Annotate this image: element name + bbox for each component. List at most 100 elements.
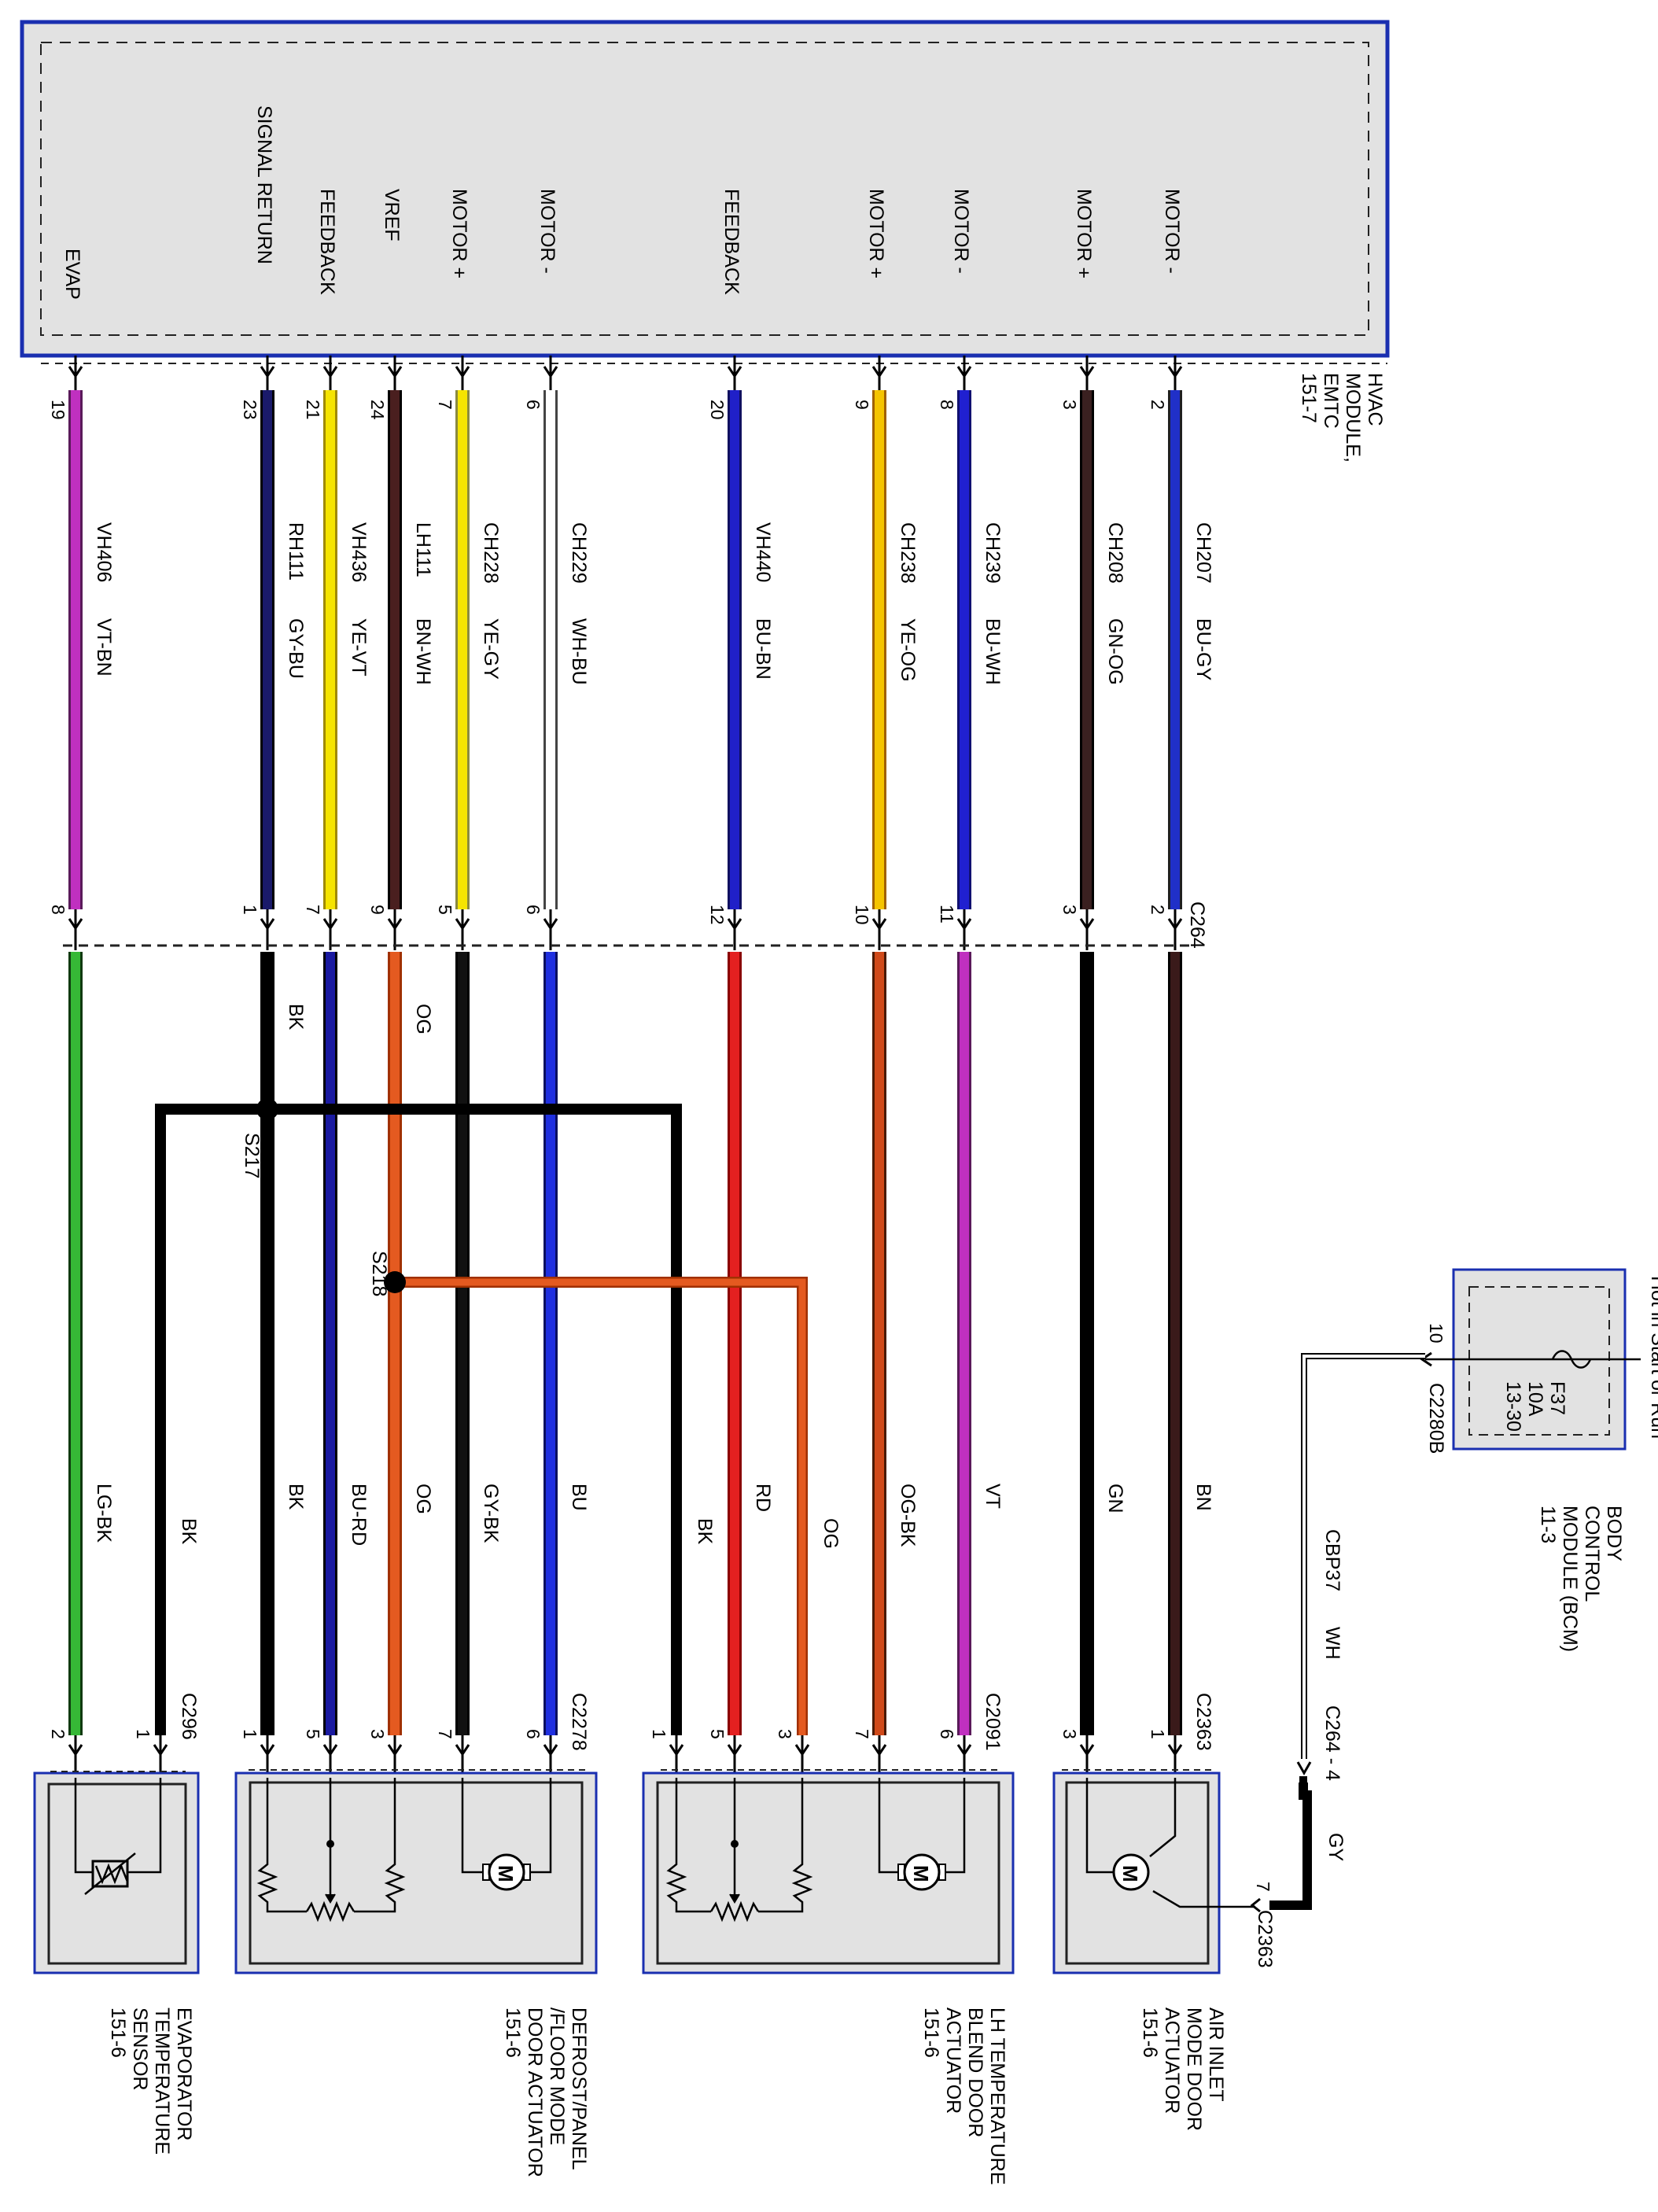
hvac-pin-name-10: MOTOR - <box>1161 189 1183 274</box>
pin-top-0: 19 <box>48 400 68 420</box>
evap-lead-1 <box>127 1778 162 1874</box>
color-top-9: GN-OG <box>1104 618 1126 685</box>
blend-motor-glyph: M <box>909 1865 933 1882</box>
svg-text:10A: 10A <box>1524 1381 1546 1417</box>
gy-wire <box>1269 1783 1312 1910</box>
pin-end-7: 7 <box>852 1729 872 1739</box>
bcm-name-3: MODULE (BCM) <box>1559 1506 1581 1652</box>
end-pin-chevron-icon-3 <box>387 1744 403 1757</box>
cbp37-wire <box>1302 1355 1425 1759</box>
color-top-2: YE-VT <box>348 618 370 677</box>
evap-sensor-box <box>33 1771 200 1974</box>
circuit-2: VH436 <box>348 522 370 582</box>
svg-text:MODULE (BCM): MODULE (BCM) <box>1559 1506 1581 1652</box>
wire-bottom-6 <box>730 952 739 1735</box>
blend-name-3: ACTUATOR <box>942 2007 964 2114</box>
blend-motor-lead-plus <box>878 1778 905 1874</box>
air-inlet-motor-glyph: M <box>1118 1865 1142 1882</box>
color-top-0: VT-BN <box>93 618 115 677</box>
wire-bottom-7 <box>875 952 884 1735</box>
pin-mid-3: 9 <box>367 905 388 915</box>
svg-text:TEMPERATURE: TEMPERATURE <box>151 2007 173 2155</box>
thermistor-arrow <box>84 1853 136 1895</box>
pin-end-3: 3 <box>367 1729 388 1739</box>
c2363-label-bottom: C2363 <box>1254 1910 1276 1968</box>
blend-actuator-inner <box>656 1781 1000 1965</box>
s218-label: S218 <box>368 1251 390 1296</box>
pin-top-1: 23 <box>240 400 260 420</box>
color-top-3: BN-WH <box>412 618 434 685</box>
pin-mid-8: 11 <box>937 905 957 924</box>
color-top-4: YE-GY <box>480 618 502 680</box>
defrost-motor-glyph: M <box>494 1865 518 1882</box>
cbp37-color: WH <box>1321 1627 1343 1660</box>
hvac-pin-chevron-icon-2 <box>322 366 338 378</box>
hvac-name-line-1: HVAC <box>1364 373 1386 426</box>
c264-chevron-icon-10 <box>1167 918 1183 931</box>
s217-bk-wire <box>155 1104 682 1735</box>
svg-text:HVAC: HVAC <box>1364 373 1386 426</box>
color-top-8: BU-WH <box>982 618 1004 685</box>
svg-text:F37: F37 <box>1546 1381 1568 1415</box>
evap-lead-2 <box>74 1778 93 1874</box>
svg-text:BLEND DOOR: BLEND DOOR <box>964 2007 986 2137</box>
wire-top-3 <box>390 390 400 909</box>
color-bottom-8: VT <box>982 1484 1004 1509</box>
c264-chevron-icon-6 <box>727 918 742 931</box>
circuit-10: CH207 <box>1192 522 1214 584</box>
blend-potentiometer-icon <box>709 1900 760 1923</box>
circuit-9: CH208 <box>1104 522 1126 584</box>
color-bottom-2: BU-RD <box>348 1484 370 1546</box>
hvac-pin-chevron-icon-1 <box>260 366 275 378</box>
c264-chevron-icon-9 <box>1079 918 1095 931</box>
pin-top-10: 2 <box>1148 400 1168 410</box>
wire-labels: 19VH406VT-BN8LG-BK223RH111GY-BU1BK121VH4… <box>48 400 1214 1751</box>
svg-text:SENSOR: SENSOR <box>129 2007 151 2091</box>
evap-sensor <box>33 1771 200 1974</box>
thermistor-zigzag <box>94 1863 129 1885</box>
svg-text:151-6: 151-6 <box>502 2007 524 2058</box>
defrost-name-1: DEFROST/PANEL <box>568 2007 590 2170</box>
c264-chevron-icon-1 <box>260 918 275 931</box>
air-inlet-name-1: AIR INLET <box>1205 2007 1227 2101</box>
defrost-actuator-inner <box>249 1781 584 1965</box>
c2278-label: C2278 <box>568 1693 590 1751</box>
s218-splice-dot <box>384 1271 406 1293</box>
pin-mid-10: 2 <box>1148 905 1168 915</box>
c264-chevron-icon-5 <box>543 918 558 931</box>
c264-4-pin <box>1299 1776 1307 1783</box>
hvac-pin-chevron-icon-7 <box>871 366 887 378</box>
color-bottom-5: BU <box>568 1484 590 1511</box>
svg-text:MODE DOOR: MODE DOOR <box>1183 2007 1205 2131</box>
color-top-7: YE-OG <box>897 618 919 682</box>
splice-bk-left-label: BK <box>178 1518 200 1545</box>
color-bottom-1: BK <box>285 1484 307 1510</box>
blend-name-4: 151-6 <box>920 2007 942 2058</box>
circuit-4: CH228 <box>480 522 502 584</box>
s218-og-wire <box>395 1278 806 1735</box>
c264-4-label: C264 - 4 <box>1321 1705 1343 1781</box>
svg-text:BODY: BODY <box>1603 1506 1625 1561</box>
fuse-line-2: 10A <box>1524 1381 1546 1417</box>
pin-top-3: 24 <box>367 400 388 420</box>
bcm-header: Hot in Start or Run <box>1647 1276 1658 1439</box>
pin-end-8: 6 <box>937 1729 957 1739</box>
hvac-pin-name-7: MOTOR + <box>865 189 887 278</box>
splice-bk-right-pin: 1 <box>649 1729 669 1739</box>
pin-top-8: 8 <box>937 400 957 410</box>
circuit-7: CH238 <box>897 522 919 584</box>
c264-chevron-icon-0 <box>68 918 83 931</box>
svg-text:151-6: 151-6 <box>107 2007 129 2058</box>
hvac-pin-chevron-icon-5 <box>543 366 558 378</box>
blend-name-2: BLEND DOOR <box>964 2007 986 2137</box>
svg-text:LH TEMPERATURE: LH TEMPERATURE <box>986 2007 1008 2185</box>
svg-text:ACTUATOR: ACTUATOR <box>942 2007 964 2114</box>
hvac-pin-chevron-icon-6 <box>727 366 742 378</box>
hvac-name-line-2: MODULE, <box>1342 373 1364 463</box>
pin-mid-9: 3 <box>1059 905 1080 915</box>
evap-bk-chevron-icon <box>153 1744 168 1757</box>
pin-top-9: 3 <box>1059 400 1080 410</box>
c2091-label: C2091 <box>982 1693 1004 1751</box>
circuit-0: VH406 <box>93 522 115 582</box>
air-inlet-motor-icon <box>1112 1853 1150 1891</box>
